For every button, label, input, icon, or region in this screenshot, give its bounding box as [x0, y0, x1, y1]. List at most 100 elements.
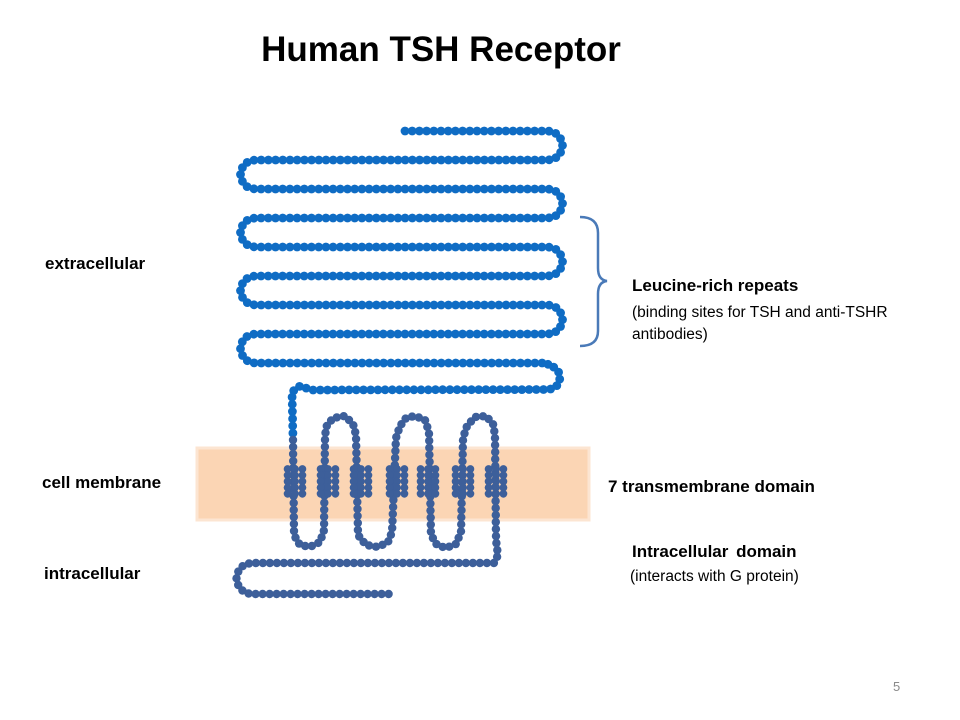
transmembrane-bead — [490, 433, 500, 443]
extracellular-bead — [371, 184, 381, 194]
extracellular-bead — [508, 271, 518, 281]
helix-bead — [424, 465, 432, 473]
extracellular-bead — [321, 242, 331, 252]
extracellular-bead — [351, 385, 361, 395]
extracellular-bead — [436, 126, 446, 136]
transmembrane-bead — [342, 589, 351, 599]
extracellular-bead — [393, 358, 403, 368]
transmembrane-bead — [289, 505, 298, 515]
extracellular-bead — [415, 242, 424, 252]
helix-bead — [484, 477, 493, 486]
extracellular-bead — [271, 271, 280, 281]
transmembrane-bead — [370, 558, 380, 568]
extracellular-bead — [249, 358, 259, 368]
extracellular-bead — [386, 184, 396, 194]
transmembrane-bead — [279, 558, 289, 568]
extracellular-bead — [299, 184, 309, 194]
lrr-title: Leucine-rich repeats — [632, 276, 799, 295]
extracellular-bead — [393, 242, 403, 252]
transmembrane-bead — [321, 589, 330, 599]
extracellular-bead — [278, 155, 288, 165]
helix-bead — [298, 477, 307, 486]
extracellular-bead — [301, 383, 311, 393]
transmembrane-bead — [398, 558, 408, 568]
transmembrane-bead — [491, 517, 500, 527]
extracellular-bead — [308, 385, 318, 395]
helix-bead — [364, 489, 373, 498]
extracellular-bead — [551, 211, 561, 221]
extracellular-bead — [400, 358, 410, 368]
extracellular-bead — [357, 213, 367, 223]
extracellular-bead — [415, 155, 424, 165]
extracellular-bead — [307, 358, 317, 368]
extracellular-bead — [515, 126, 525, 136]
extracellular-bead — [364, 300, 374, 310]
extracellular-bead — [393, 300, 403, 310]
extracellular-bead — [451, 184, 460, 194]
extracellular-bead — [236, 344, 245, 354]
extracellular-bead — [393, 213, 403, 223]
extracellular-bead — [415, 184, 424, 194]
helix-bead — [451, 465, 460, 473]
extracellular-bead — [523, 213, 532, 223]
extracellular-bead — [443, 184, 453, 194]
extracellular-bead — [379, 300, 388, 310]
transmembrane-bead — [386, 530, 396, 539]
extracellular-bead — [285, 155, 295, 165]
extracellular-bead — [315, 385, 325, 395]
extracellular-bead — [436, 184, 446, 194]
extracellular-bead — [321, 300, 331, 310]
helix-bead — [400, 471, 409, 480]
extracellular-bead — [299, 242, 309, 252]
transmembrane-bead — [491, 524, 501, 534]
extracellular-bead — [242, 356, 252, 366]
extracellular-bead — [336, 300, 345, 310]
extracellular-bead — [429, 300, 439, 310]
intracellular-domain-description: (interacts with G protein) — [630, 568, 799, 585]
extracellular-bead — [472, 329, 482, 339]
extracellular-bead — [517, 385, 527, 394]
transmembrane-bead — [353, 525, 363, 535]
transmembrane-bead — [307, 589, 316, 599]
extracellular-bead — [395, 385, 404, 395]
extracellular-bead — [400, 126, 410, 136]
extracellular-bead — [256, 184, 266, 194]
extracellular-bead — [530, 242, 540, 252]
extracellular-bead — [307, 184, 316, 194]
transmembrane-bead — [317, 533, 326, 542]
transmembrane-bead — [244, 559, 254, 568]
transmembrane-bead — [489, 558, 499, 568]
helix-bead — [364, 477, 373, 486]
extracellular-bead — [271, 358, 281, 368]
transmembrane-bead — [363, 558, 373, 568]
helix-bead — [492, 483, 500, 492]
helix-bead — [291, 477, 299, 486]
helix-bead — [316, 477, 325, 486]
transmembrane-bead — [491, 447, 500, 457]
extracellular-bead — [256, 358, 266, 368]
transmembrane-bead — [471, 412, 481, 422]
extracellular-bead — [515, 271, 525, 281]
extracellular-bead — [501, 329, 511, 339]
extracellular-bead — [530, 155, 540, 165]
extracellular-bead — [544, 329, 554, 339]
helix-bead — [298, 471, 307, 480]
transmembrane-bead — [457, 513, 466, 522]
extracellular-bead — [236, 286, 245, 295]
helix-bead — [499, 465, 508, 473]
extracellular-bead — [415, 358, 425, 368]
extracellular-bead — [537, 184, 547, 194]
extracellular-bead — [314, 242, 324, 252]
helix-bead — [357, 489, 365, 498]
helix-bead — [459, 483, 467, 492]
transmembrane-bead — [307, 541, 317, 551]
extracellular-bead — [285, 329, 295, 339]
extracellular-bead — [350, 155, 360, 165]
extracellular-bead — [503, 385, 512, 394]
extracellular-bead — [458, 358, 468, 368]
extracellular-bead — [422, 329, 431, 339]
extracellular-bead — [429, 358, 439, 368]
extracellular-bead — [458, 126, 467, 136]
extracellular-bead — [501, 300, 511, 310]
extracellular-bead — [508, 184, 518, 194]
